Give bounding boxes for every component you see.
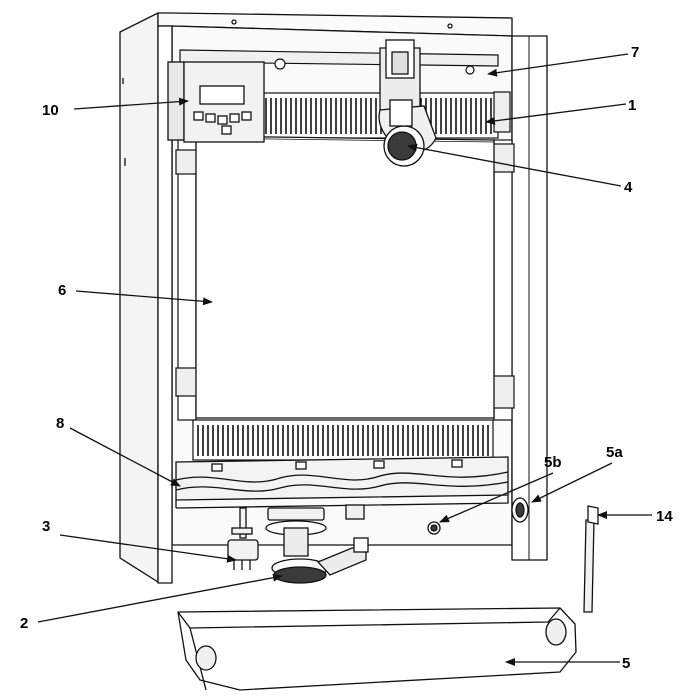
callout-label-5a: 5a (606, 444, 623, 461)
callout-label-6: 6 (58, 282, 66, 299)
drain-fitting (427, 521, 441, 535)
left-water-pipe (175, 139, 199, 421)
fitting-5a (511, 497, 529, 523)
heat-exchanger-lower (192, 419, 494, 461)
leader-3 (59, 534, 237, 563)
screw-hole (231, 19, 237, 25)
callout-label-14: 14 (656, 508, 673, 525)
screw-hole (447, 23, 453, 29)
leader-6 (75, 290, 213, 306)
callout-label-8: 8 (56, 415, 64, 432)
callout-label-5: 5 (622, 655, 630, 672)
bottom-cover (177, 607, 577, 691)
callout-label-3: 3 (42, 518, 50, 535)
callout-leaders (37, 53, 652, 666)
leader-7 (487, 53, 629, 77)
callout-label-2: 2 (20, 615, 28, 632)
callout-label-5b: 5b (544, 454, 562, 471)
tool-rod (583, 505, 599, 613)
control-panel (167, 61, 265, 143)
casing-left-flange (157, 25, 173, 584)
leader-8 (69, 427, 181, 487)
flue-fan (378, 39, 437, 167)
display-screen (199, 85, 245, 105)
leader-2 (37, 573, 283, 623)
callout-label-7: 7 (631, 44, 639, 61)
combustion-chamber (195, 135, 495, 419)
leader-10 (73, 97, 189, 110)
leader-5b (439, 472, 554, 523)
callout-labels: 1 2 3 4 5 5a 5b 6 7 8 10 14 (20, 44, 673, 672)
leader-5a (531, 462, 613, 503)
burner (175, 456, 509, 509)
sensor-cylinder (345, 504, 365, 520)
gas-valve (265, 507, 369, 584)
callout-label-1: 1 (628, 97, 636, 114)
leader-1 (485, 103, 627, 125)
callout-label-4: 4 (624, 179, 633, 196)
leader-4 (407, 143, 622, 187)
callout-label-10: 10 (42, 102, 59, 119)
right-water-pipe (491, 91, 515, 421)
